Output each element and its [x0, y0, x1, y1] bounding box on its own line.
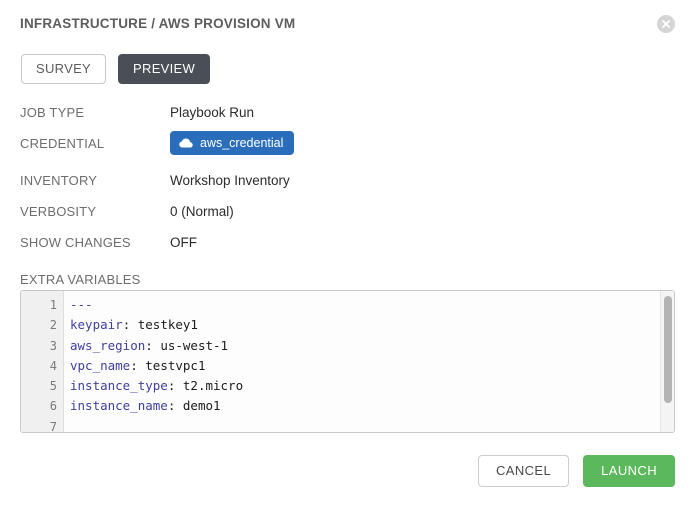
- detail-row-verbosity: VERBOSITY 0 (Normal): [20, 203, 675, 234]
- yaml-value: : testkey1: [122, 317, 198, 333]
- dialog-header: INFRASTRUCTURE / AWS PROVISION VM: [20, 14, 675, 38]
- launch-button[interactable]: LAUNCH: [583, 455, 675, 487]
- editor-line-number: 6: [49, 399, 57, 414]
- dialog-footer: CANCEL LAUNCH: [478, 455, 675, 487]
- editor-code-line: [70, 417, 674, 432]
- detail-value-job-type: Playbook Run: [170, 105, 255, 120]
- editor-line-number-gutter: 1 2 3 4 5 6 7: [21, 291, 64, 432]
- editor-line-number: 2: [49, 318, 57, 333]
- detail-label-show-changes: SHOW CHANGES: [20, 235, 131, 250]
- editor-scrollbar-thumb[interactable]: [664, 296, 672, 403]
- detail-label-job-type: JOB TYPE: [20, 105, 85, 120]
- job-details-list: JOB TYPE Playbook Run CREDENTIAL aws_cre…: [20, 104, 675, 265]
- detail-row-credential: CREDENTIAL aws_credential: [20, 131, 675, 172]
- extra-variables-label: EXTRA VARIABLES: [20, 272, 141, 287]
- editor-code-line: keypair: testkey1: [70, 315, 674, 335]
- yaml-key: instance_name: [70, 398, 168, 414]
- yaml-document-marker: ---: [70, 297, 93, 312]
- cloud-icon: [179, 138, 193, 148]
- yaml-value: : us-west-1: [145, 337, 229, 353]
- detail-value-verbosity: 0 (Normal): [170, 204, 234, 219]
- detail-row-inventory: INVENTORY Workshop Inventory: [20, 172, 675, 203]
- status-badge-credential[interactable]: aws_credential: [170, 131, 295, 155]
- detail-row-show-changes: SHOW CHANGES OFF: [20, 234, 675, 265]
- yaml-value: : demo1: [167, 398, 221, 414]
- credential-badge-label: aws_credential: [200, 136, 284, 150]
- editor-code-line: ---: [70, 295, 674, 315]
- yaml-key: instance_type: [70, 378, 168, 394]
- editor-line-number: 1: [49, 298, 57, 312]
- detail-label-credential: CREDENTIAL: [20, 136, 105, 151]
- yaml-key: keypair: [70, 317, 123, 333]
- detail-label-verbosity: VERBOSITY: [20, 204, 97, 219]
- yaml-key: vpc_name: [70, 357, 131, 373]
- yaml-key: aws_region: [70, 337, 146, 353]
- yaml-value: : testvpc1: [130, 357, 206, 373]
- editor-line-number: 3: [49, 338, 57, 353]
- detail-value-show-changes: OFF: [170, 235, 197, 250]
- page-title: INFRASTRUCTURE / AWS PROVISION VM: [20, 16, 296, 31]
- editor-code-line: instance_name: demo1: [70, 396, 674, 416]
- close-icon[interactable]: [657, 15, 675, 33]
- editor-line-number: 7: [49, 419, 57, 433]
- editor-line-number: 4: [49, 358, 57, 373]
- editor-code-line: vpc_name: testvpc1: [70, 356, 674, 376]
- tab-preview[interactable]: PREVIEW: [118, 54, 211, 84]
- credential-badge-wrap: aws_credential: [170, 131, 295, 155]
- editor-code-line: instance_type: t2.micro: [70, 376, 674, 396]
- tab-bar: SURVEY PREVIEW: [21, 54, 211, 84]
- tab-survey[interactable]: SURVEY: [21, 54, 107, 84]
- editor-code-line: aws_region: us-west-1: [70, 336, 674, 356]
- editor-line-number: 5: [49, 379, 57, 394]
- yaml-value: : t2.micro: [167, 378, 244, 394]
- editor-scrollbar[interactable]: [660, 291, 674, 432]
- cancel-button[interactable]: CANCEL: [478, 455, 570, 487]
- close-x-glyph: [662, 20, 670, 28]
- detail-row-job-type: JOB TYPE Playbook Run: [20, 104, 675, 135]
- detail-label-inventory: INVENTORY: [20, 173, 98, 188]
- detail-value-inventory: Workshop Inventory: [170, 173, 290, 188]
